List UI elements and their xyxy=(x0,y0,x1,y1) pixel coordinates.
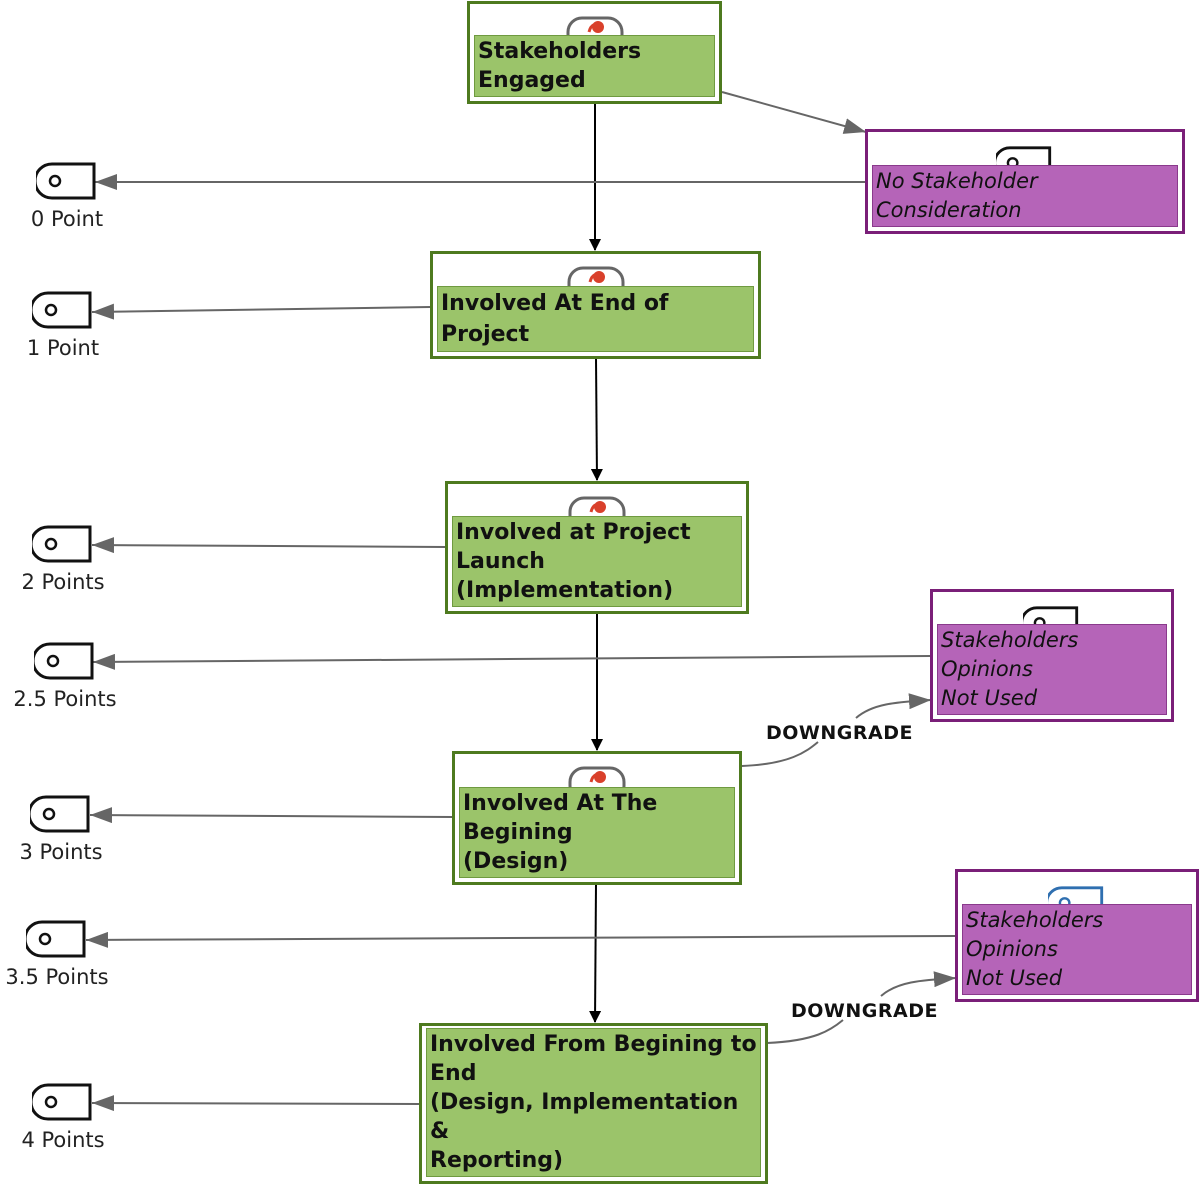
node-label-line-1: Stakeholders Opinions xyxy=(966,908,1104,961)
node-label-line-1: Involved at Project Launch xyxy=(456,520,691,574)
terminal-tag-icon xyxy=(32,1083,92,1121)
terminal-tag-icon xyxy=(34,642,94,680)
node-label-line-2: (Implementation) xyxy=(456,578,674,603)
score-arrow-1 xyxy=(91,303,431,320)
node-label: No Stakeholder Consideration xyxy=(872,165,1178,227)
node-label-line-2: (Design) xyxy=(463,849,569,874)
score-arrow-2-5 xyxy=(92,653,932,670)
terminal-tag-icon xyxy=(26,920,86,958)
node-label: Stakeholders Opinions Not Used xyxy=(937,624,1167,715)
node-opinions-not-used-1[interactable]: Stakeholders Opinions Not Used xyxy=(930,589,1174,722)
node-opinions-not-used-2[interactable]: Stakeholders Opinions Not Used xyxy=(955,869,1199,1002)
flow-arrow-4 xyxy=(589,883,602,1023)
downgrade-curve-2 xyxy=(766,978,956,1044)
node-label-line-1: Stakeholders Opinions xyxy=(941,628,1079,681)
score-0[interactable]: 0 Point xyxy=(12,161,122,231)
terminal-tag-icon xyxy=(32,291,92,329)
node-label-line-1: Involved At The Begining xyxy=(463,791,658,845)
node-label-line-2: Not Used xyxy=(966,966,1063,990)
score-label: 3.5 Points xyxy=(5,965,109,989)
score-3[interactable]: 3 Points xyxy=(6,794,116,864)
score-arrow-4 xyxy=(91,1095,421,1112)
node-end-of-project[interactable]: Involved At End of Project xyxy=(430,251,761,359)
score-label: 2.5 Points xyxy=(13,687,117,711)
downgrade-label-1: DOWNGRADE xyxy=(766,722,913,744)
node-label: Involved At End of Project xyxy=(437,286,754,352)
arrow-to-no-consideration xyxy=(721,91,867,134)
terminal-tag-icon xyxy=(32,525,92,563)
score-arrow-3-5 xyxy=(85,931,957,948)
score-1[interactable]: 1 Point xyxy=(8,290,118,360)
score-label: 0 Point xyxy=(30,207,104,231)
score-label: 3 Points xyxy=(19,840,103,864)
node-project-launch[interactable]: Involved at Project Launch (Implementati… xyxy=(445,481,749,614)
downgrade-curve-1 xyxy=(741,700,931,767)
terminal-tag-icon xyxy=(30,795,90,833)
node-beginning[interactable]: Involved At The Begining (Design) xyxy=(452,751,742,885)
node-label: Involved From Begining to End (Design, I… xyxy=(426,1028,761,1177)
node-label: Stakeholders Engaged xyxy=(474,35,715,97)
node-stakeholders-engaged[interactable]: Stakeholders Engaged xyxy=(467,1,722,104)
node-begin-to-end[interactable]: Involved From Begining to End (Design, I… xyxy=(419,1023,768,1184)
score-arrow-3 xyxy=(89,807,454,824)
node-label: Involved At The Begining (Design) xyxy=(459,787,735,878)
score-label: 4 Points xyxy=(21,1128,105,1152)
score-label: 1 Point xyxy=(26,336,100,360)
score-arrow-2 xyxy=(91,537,447,554)
score-label: 2 Points xyxy=(21,570,105,594)
node-label-line-3: Reporting) xyxy=(430,1148,564,1173)
score-2-5[interactable]: 2.5 Points xyxy=(10,641,120,711)
score-4[interactable]: 4 Points xyxy=(8,1082,118,1152)
node-label-line-2: (Design, Implementation & xyxy=(430,1090,739,1144)
node-label-line-2: Not Used xyxy=(941,686,1038,710)
node-no-consideration[interactable]: No Stakeholder Consideration xyxy=(865,129,1185,234)
score-2[interactable]: 2 Points xyxy=(8,524,118,594)
node-label: Stakeholders Opinions Not Used xyxy=(962,904,1192,995)
flow-arrow-2 xyxy=(590,357,603,481)
node-label-line-1: Involved From Begining to End xyxy=(430,1032,757,1086)
terminal-tag-icon xyxy=(36,162,96,200)
downgrade-label-2: DOWNGRADE xyxy=(791,1000,938,1022)
node-label: Involved at Project Launch (Implementati… xyxy=(452,516,742,607)
score-3-5[interactable]: 3.5 Points xyxy=(2,919,112,989)
